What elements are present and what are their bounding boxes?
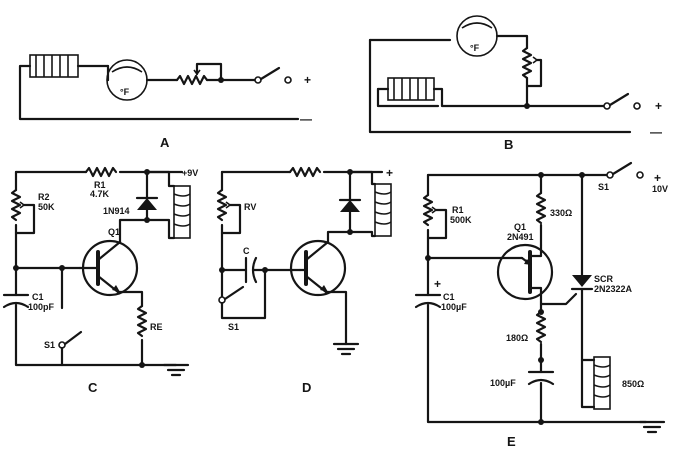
r1-label-e: R1 <box>452 205 464 215</box>
resistor-re-c <box>136 304 148 338</box>
ujt-q1-e <box>496 243 554 304</box>
transistor-q-d <box>289 239 347 297</box>
supply-value-e: 10V <box>652 184 668 194</box>
relay-e <box>593 356 611 410</box>
scr-part-e: 2N2322A <box>594 284 633 294</box>
ground-d <box>332 342 360 356</box>
panel-a: °F + — A <box>18 54 312 150</box>
c1-label-e: C1 <box>443 292 455 302</box>
potentiometer-rv-d <box>216 188 242 235</box>
resistor-d <box>288 166 322 178</box>
plus-a: + <box>304 73 311 87</box>
re-label-c: RE <box>150 322 163 332</box>
panel-c: R1 4.7K +9V 1N914 R2 50K <box>2 166 198 395</box>
c2-value-e: 100µF <box>490 378 516 388</box>
c1-value-c: 100pF <box>28 302 55 312</box>
r1-value-e: 500K <box>450 215 472 225</box>
relay-value-e: 850Ω <box>622 379 644 389</box>
relay-d <box>374 183 392 237</box>
panel-d: + RV C <box>216 166 393 395</box>
minus-b: — <box>650 125 662 139</box>
transistor-q1-c <box>78 239 139 297</box>
s1-label-c: S1 <box>44 340 55 350</box>
r2-label-c: R2 <box>38 192 50 202</box>
diode-c <box>135 170 159 222</box>
diode-d <box>338 170 362 234</box>
r180-label-e: 180Ω <box>506 333 528 343</box>
resistor-180-e <box>535 310 547 344</box>
supply-label-c: +9V <box>182 168 198 178</box>
capacitor-c1-c <box>2 293 30 309</box>
q1-label-c: Q1 <box>108 227 120 237</box>
relay-coil-b <box>387 77 435 101</box>
relay-c <box>173 185 191 239</box>
rv-label-d: RV <box>244 202 256 212</box>
meter-a-label: °F <box>120 87 130 97</box>
rheostat-b <box>521 46 543 108</box>
capacitor-c1-e <box>414 293 442 309</box>
r1-label-c: R1 <box>94 180 106 190</box>
plus-d: + <box>386 166 393 180</box>
minus-a: — <box>300 112 312 126</box>
r1-value-c: 4.7K <box>90 189 110 199</box>
label-b: B <box>504 137 513 152</box>
scr-e <box>539 275 594 306</box>
potentiometer-r2-c <box>10 188 36 235</box>
diode-label-c: 1N914 <box>103 206 130 216</box>
label-c: C <box>88 380 98 395</box>
c-label-d: C <box>243 246 250 256</box>
rheostat-a <box>175 62 223 86</box>
resistor-r1-c <box>84 166 118 178</box>
switch-b <box>603 92 641 110</box>
c1-value-e: 100µF <box>441 302 467 312</box>
relay-coil-a <box>29 54 79 78</box>
q1-label-e: Q1 <box>514 222 526 232</box>
capacitor-100uf-e <box>527 370 555 386</box>
s1-label-d: S1 <box>228 322 239 332</box>
temperature-meter-a: °F <box>106 59 148 101</box>
panel-b: °F + — B <box>368 15 662 152</box>
potentiometer-r1-e <box>422 193 448 240</box>
panel-e: S1 + 10V R1 500K 330Ω Q1 2N491 <box>414 161 668 449</box>
label-e: E <box>507 434 516 449</box>
plus-b: + <box>655 99 662 113</box>
capacitor-c-d <box>220 256 258 284</box>
label-a: A <box>160 135 170 150</box>
meter-b-label: °F <box>470 43 480 53</box>
r2-value-c: 50K <box>38 202 55 212</box>
switch-a <box>254 66 292 84</box>
plus-c1-e: + <box>434 277 441 291</box>
ground-e <box>638 420 666 434</box>
s1-label-e: S1 <box>598 182 609 192</box>
temperature-meter-b: °F <box>456 15 498 57</box>
ground-c <box>162 363 190 377</box>
q1-part-e: 2N491 <box>507 232 534 242</box>
c1-label-c: C1 <box>32 292 44 302</box>
switch-s1-c <box>58 330 83 349</box>
resistor-330-e <box>535 191 547 225</box>
switch-s1-e <box>606 161 644 179</box>
r330-label-e: 330Ω <box>550 208 572 218</box>
plus-e: + <box>654 171 661 185</box>
label-d: D <box>302 380 311 395</box>
scr-label-e: SCR <box>594 274 614 284</box>
